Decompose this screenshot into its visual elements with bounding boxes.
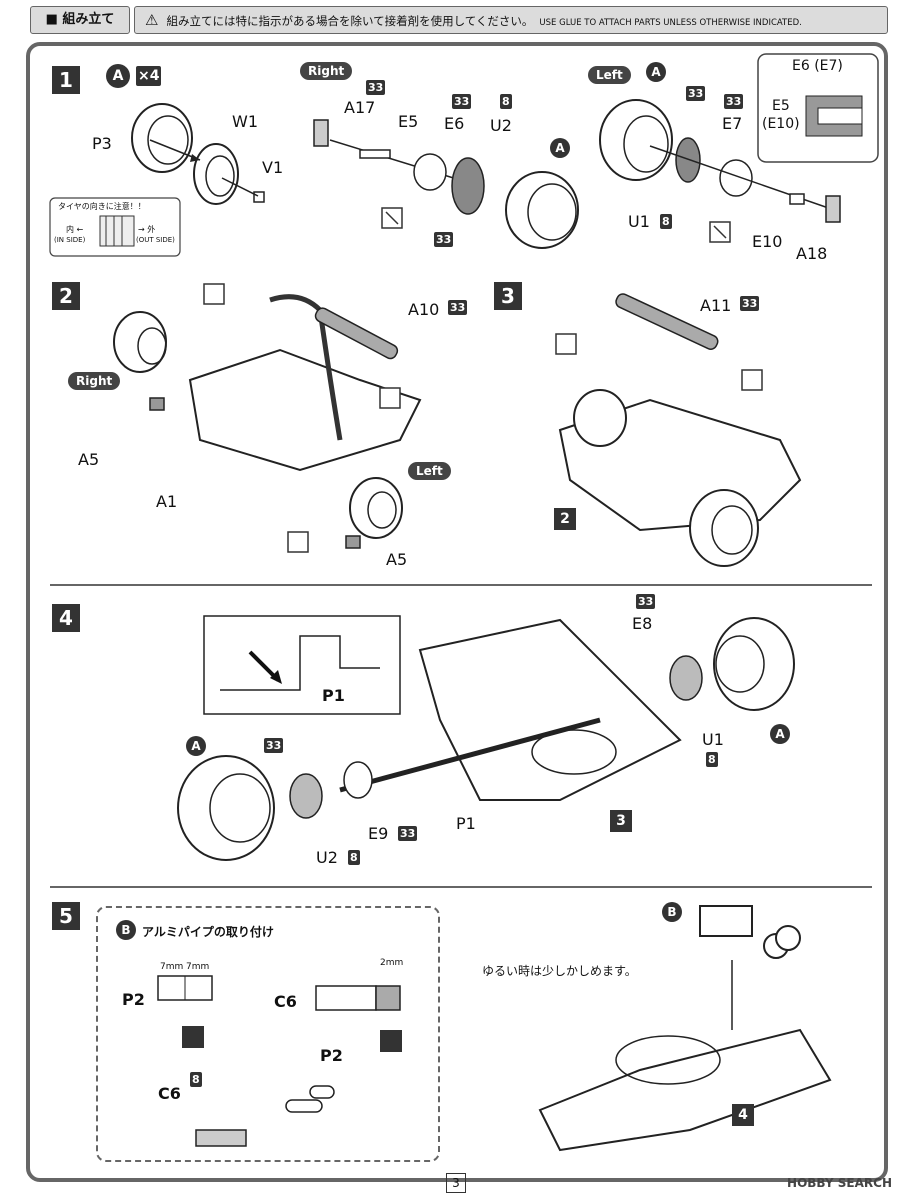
color-badge-8: 8 (348, 850, 360, 865)
step-number-1: 1 (52, 66, 80, 94)
warning-icon: ⚠ (145, 11, 159, 29)
part-label-p2: P2 (122, 990, 145, 1009)
part-group-a-icon: A (646, 62, 666, 82)
part-label-c6-b: C6 (158, 1084, 181, 1103)
color-badge-33: 33 (686, 86, 706, 101)
dim-2mm: 2mm (380, 958, 404, 968)
part-label-p1: P1 (456, 814, 476, 833)
part-label-a5-left: A5 (386, 550, 408, 569)
part-label-c6: C6 (274, 992, 297, 1011)
tire-out-en: (OUT SIDE) (136, 236, 175, 244)
warning-text-jp: 組み立てには特に指示がある場合を除いて接着剤を使用してください。 (166, 14, 534, 28)
step-number-3: 3 (494, 282, 522, 310)
part-group-a-icon: A (106, 64, 130, 88)
step-number-2: 2 (52, 282, 80, 310)
tire-note-title: タイヤの向きに注意！！ (58, 202, 146, 211)
part-group-b-icon: B (662, 902, 682, 922)
color-badge-33: 33 (398, 826, 418, 841)
color-badge-33: 33 (636, 594, 656, 609)
part-label-a5: A5 (78, 450, 100, 469)
divider-step4-5 (50, 886, 872, 888)
tire-in-en: (IN SIDE) (54, 236, 86, 244)
color-badge-8: 8 (706, 752, 718, 767)
left-label: Left (408, 462, 451, 480)
tire-in-label: 内 ← (66, 225, 84, 234)
part-label-v1: V1 (262, 158, 284, 177)
step-ref-3: 3 (610, 810, 632, 832)
part-label-a10: A10 (408, 300, 440, 319)
left-label: Left (588, 66, 631, 84)
part-label-a1: A1 (156, 492, 178, 511)
section-tag: ■ 組み立て (30, 6, 130, 34)
step-number-4: 4 (52, 604, 80, 632)
tire-out-label: → 外 (138, 225, 156, 234)
color-badge-33: 33 (264, 738, 284, 753)
part-group-a-icon: A (186, 736, 206, 756)
color-badge-33: 33 (448, 300, 468, 315)
part-label-u1: U1 (702, 730, 724, 749)
color-badge-33: 33 (452, 94, 472, 109)
inset-title: アルミパイプの取り付け (142, 925, 274, 939)
part-label-e9: E9 (368, 824, 389, 843)
step-ref-2: 2 (554, 508, 576, 530)
part-label-p2-b: P2 (320, 1046, 343, 1065)
step-ref-4: 4 (732, 1104, 754, 1126)
part-label-a18: A18 (796, 244, 828, 263)
loose-fit-note: ゆるい時は少しかしめます。 (482, 964, 637, 978)
dim-7mm-a: 7mm (160, 962, 184, 972)
color-badge-8: 8 (660, 214, 672, 229)
part-label-e10: E10 (752, 232, 783, 251)
inset-sub1: E5 (772, 98, 790, 114)
color-badge-33: 33 (724, 94, 744, 109)
part-label-a17: A17 (344, 98, 376, 117)
part-label-u2: U2 (490, 116, 512, 135)
warning-text-en: USE GLUE TO ATTACH PARTS UNLESS OTHERWIS… (539, 18, 802, 28)
right-label: Right (300, 62, 353, 80)
color-badge-33: 33 (740, 296, 760, 311)
color-badge-8: 8 (500, 94, 512, 109)
aluminum-pipe-inset (96, 906, 440, 1162)
inset-sub2: (E10) (762, 116, 800, 132)
times-count: ×4 (136, 66, 162, 86)
watermark: HOBBY SEARCH (787, 1176, 892, 1190)
part-group-b-icon: B (116, 920, 136, 940)
inset-label-p1: P1 (322, 686, 345, 705)
part-label-p3: P3 (92, 134, 112, 153)
page-number: 3 (446, 1173, 466, 1193)
part-group-a-icon: A (770, 724, 790, 744)
part-label-u1: U1 (628, 212, 650, 231)
dim-7mm-b: 7mm (186, 962, 210, 972)
color-badge-8: 8 (190, 1072, 202, 1087)
part-label-e5: E5 (398, 112, 419, 131)
part-label-u2: U2 (316, 848, 338, 867)
step-number-5: 5 (52, 902, 80, 930)
part-group-a-icon: A (550, 138, 570, 158)
inset-title: E6 (E7) (792, 58, 843, 74)
divider-step3-4 (50, 584, 872, 586)
instruction-frame (26, 42, 888, 1182)
color-badge-33: 33 (434, 232, 454, 247)
part-label-e6: E6 (444, 114, 465, 133)
part-label-a11: A11 (700, 296, 732, 315)
glue-warning-banner: ⚠ 組み立てには特に指示がある場合を除いて接着剤を使用してください。 USE GLU… (134, 6, 888, 34)
right-label: Right (68, 372, 121, 390)
color-badge-33: 33 (366, 80, 386, 95)
part-label-e8: E8 (632, 614, 653, 633)
part-label-e7: E7 (722, 114, 743, 133)
part-label-w1: W1 (232, 112, 258, 131)
